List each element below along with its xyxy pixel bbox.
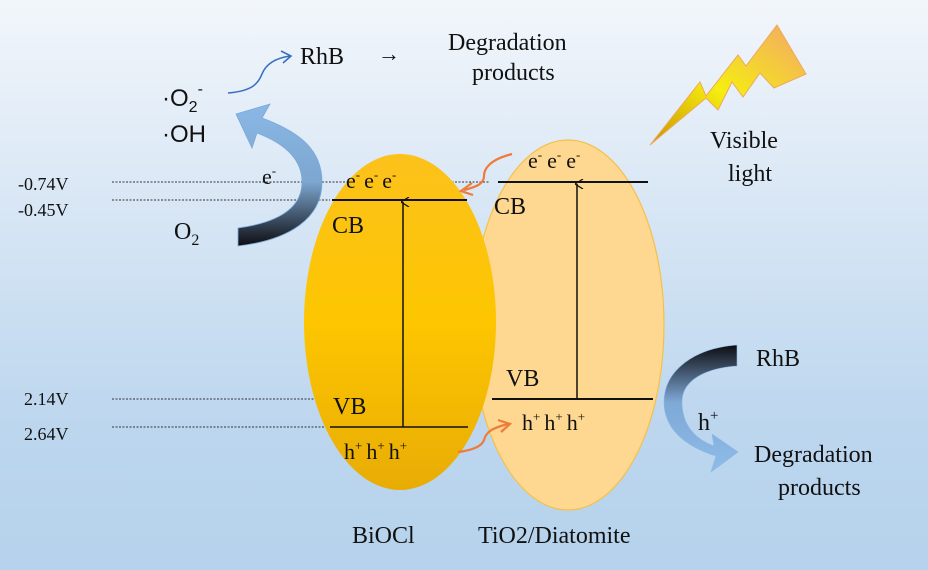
tio2-holes: h+h+h+ [522, 409, 585, 435]
tio2-electrons: e-e-e- [528, 147, 580, 173]
right-products-line2: products [778, 475, 861, 501]
biocl-vb-label: VB [333, 394, 366, 420]
potential-label-cb-biocl: -0.45V [18, 200, 69, 220]
right-products-line1: Degradation [754, 442, 873, 468]
right-rhb-label: RhB [756, 346, 800, 372]
biocl-holes: h+h+h+ [344, 438, 407, 464]
oxidation-curved-arrow [663, 344, 739, 473]
potential-label-vb-tio2: 2.14V [24, 389, 69, 409]
hole-transfer-arrow [457, 418, 513, 454]
reduction-curved-arrow [235, 103, 323, 247]
top-reaction-arrow: → [378, 41, 400, 66]
tio2-vb-label: VB [506, 366, 539, 392]
superoxide-to-rhb-arrow [227, 50, 293, 94]
lightning-bolt-icon [649, 24, 807, 146]
right-hole-label: h+ [698, 408, 718, 436]
biocl-cb-label: CB [332, 213, 364, 239]
electron-transfer-arrow [458, 152, 513, 197]
oxygen-label: O2 [174, 219, 199, 249]
biocl-electrons: e-e-e- [346, 167, 396, 193]
hydroxyl-radical-label: ·OH [162, 121, 206, 148]
transferred-electron-label: e- [262, 163, 276, 189]
top-rhb-label: RhB [300, 44, 344, 70]
biocl-ellipse [304, 154, 496, 490]
potential-label-cb-tio2: -0.74V [18, 174, 69, 194]
superoxide-radical-label: ·O2- [162, 81, 203, 116]
tio2-cb-label: CB [494, 194, 526, 220]
top-products-line1: Degradation [448, 30, 567, 56]
visible-light-line2: light [728, 161, 772, 187]
top-products-line2: products [472, 60, 555, 86]
biocl-name-label: BiOCl [352, 523, 415, 549]
visible-light-line1: Visible [710, 128, 778, 154]
tio2-name-label: TiO2/Diatomite [478, 523, 630, 549]
potential-label-vb-biocl: 2.64V [24, 424, 69, 444]
